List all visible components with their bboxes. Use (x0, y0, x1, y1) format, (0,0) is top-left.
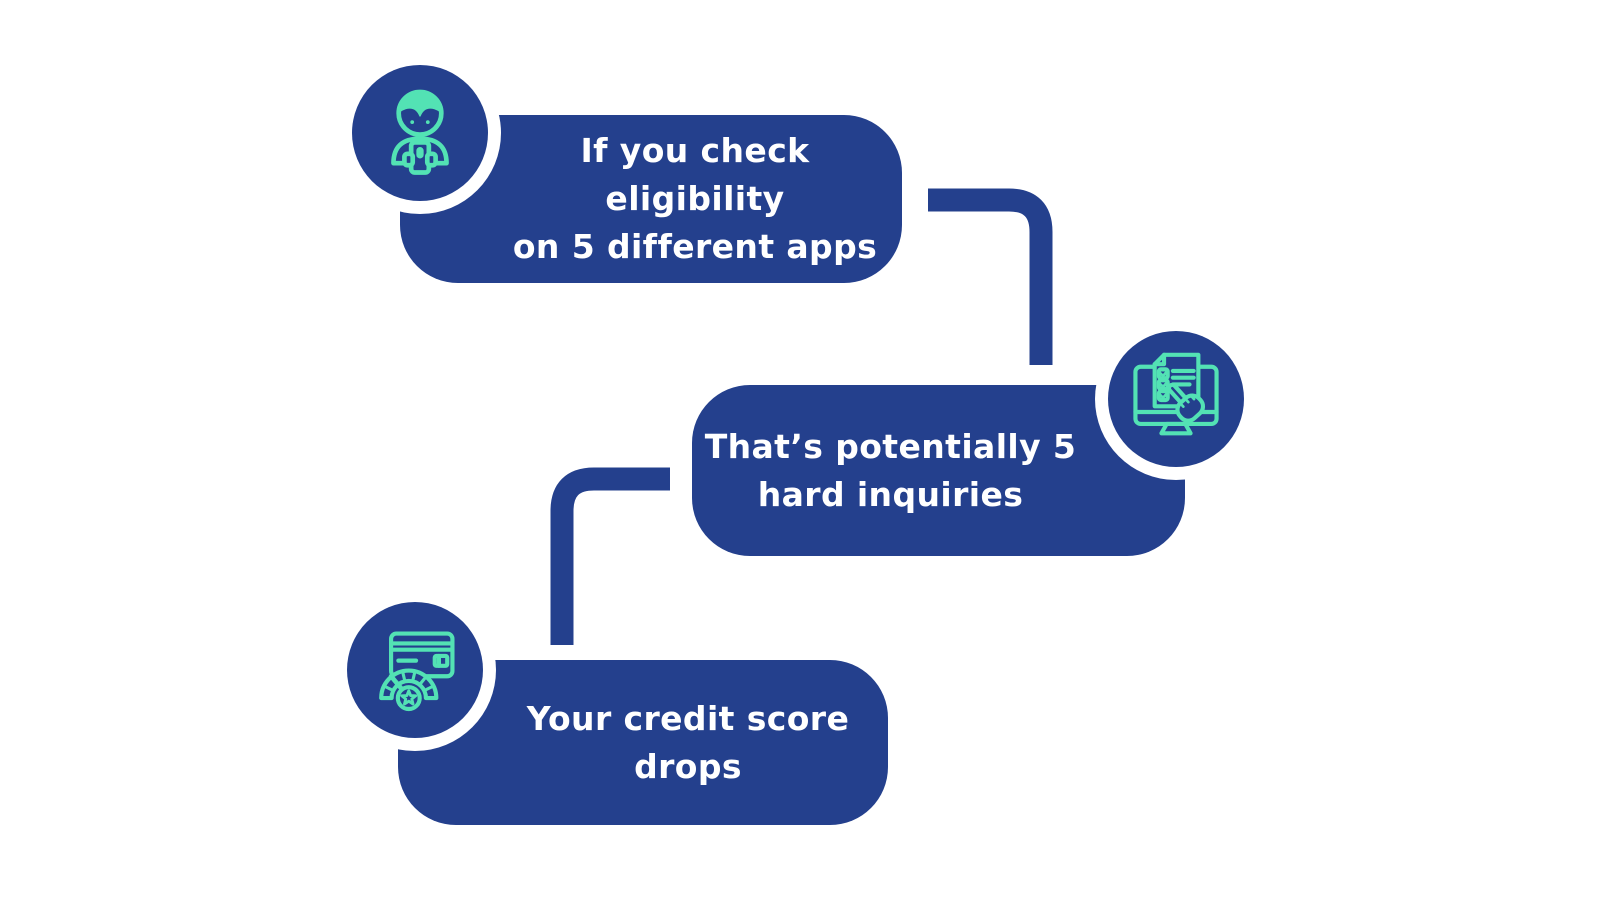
person-checking-phone-icon (391, 89, 449, 175)
monitor-checklist-hand-icon (1133, 352, 1219, 436)
step-1-text-line-2: on 5 different apps (512, 227, 878, 266)
step-3-text-line-2: drops (634, 746, 742, 786)
step-3-icon-badge (347, 602, 483, 738)
step-1-text-line-1: If you check eligibility (580, 131, 810, 218)
connector-step2-to-step3 (550, 467, 670, 645)
connector-step1-to-step2 (928, 188, 1053, 365)
step-1-icon-badge (352, 65, 488, 201)
step-2-text-line-1: That’s potentially 5 (704, 426, 1077, 466)
step-2-box: That’s potentially 5 hard inquiries (692, 385, 1185, 556)
credit-card-score-gauge-icon (379, 631, 455, 712)
step-3-text-line-1: Your credit score (526, 698, 850, 738)
step-2-text-line-2: hard inquiries (757, 474, 1024, 514)
step-2-icon-badge (1108, 331, 1244, 467)
